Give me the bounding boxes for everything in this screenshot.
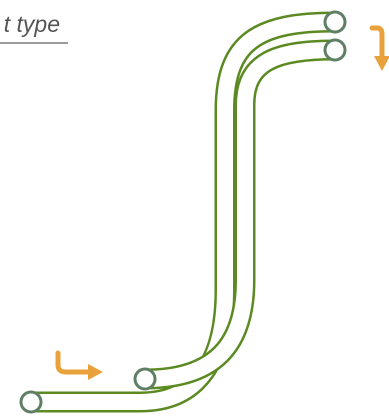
caption-text: t type [3, 11, 60, 37]
outer-tube-core [31, 14, 336, 410]
roller-top-lower [323, 38, 347, 62]
right-turn-arrow-icon [55, 350, 103, 380]
down-turn-arrow-icon [369, 25, 389, 71]
roller-top-upper [323, 10, 347, 34]
inner-tube [144, 39, 336, 390]
caption-underline [0, 42, 68, 44]
caption: t type [0, 10, 68, 44]
outer-tube-outline [31, 11, 336, 413]
outer-tube [31, 11, 336, 413]
roller-bottom-middle [133, 367, 157, 391]
inner-tube-core [144, 42, 336, 387]
roller-bottom-left [19, 390, 43, 414]
